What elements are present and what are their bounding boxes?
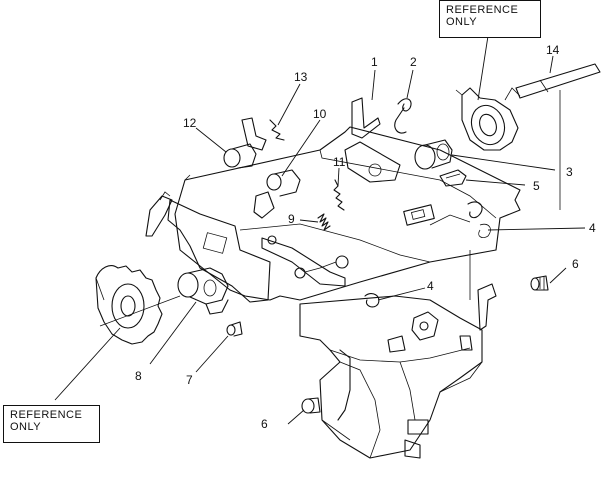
part-3-bushing — [414, 139, 453, 170]
callout-3: 3 — [566, 165, 573, 179]
callout-4-upper: 4 — [589, 221, 596, 235]
part-12-bracket — [223, 117, 267, 169]
alignment-lines — [99, 90, 561, 336]
callout-numbers: 1 2 3 4 4 5 6 6 7 8 9 10 11 12 13 14 — [135, 43, 596, 431]
reference-only-line-1: REFERENCE — [446, 4, 519, 16]
part-1-bracket — [351, 97, 381, 139]
lever-arm — [261, 235, 349, 287]
part-2-wire-spring — [394, 98, 412, 134]
part-6-screw-bottom — [301, 397, 321, 414]
part-8-shaft-assembly — [177, 267, 229, 315]
callout-1: 1 — [371, 55, 378, 69]
part-10-cam — [253, 169, 301, 219]
callout-2: 2 — [410, 55, 417, 69]
callout-7: 7 — [186, 373, 193, 387]
right-gear-assembly — [455, 87, 521, 151]
part-13-spring — [269, 119, 285, 141]
callout-5: 5 — [533, 179, 540, 193]
callout-6-right: 6 — [572, 257, 579, 271]
callout-4-lower: 4 — [427, 279, 434, 293]
part-11-spring — [333, 179, 345, 211]
callout-10: 10 — [313, 107, 327, 121]
leader-lines — [54, 35, 586, 425]
part-9-spring — [317, 213, 331, 231]
part-4-spring-lower — [364, 293, 380, 308]
callout-8: 8 — [135, 369, 142, 383]
part-4-spring-upper — [467, 201, 491, 238]
reference-only-line-1: REFERENCE — [10, 409, 83, 421]
reference-only-line-2: ONLY — [10, 421, 42, 433]
base-bracket — [299, 283, 497, 459]
part-14-strip — [515, 63, 601, 99]
callout-11: 11 — [333, 155, 346, 169]
reference-only-line-2: ONLY — [446, 16, 478, 28]
callout-6-bottom: 6 — [261, 417, 268, 431]
reference-only-box-top: REFERENCE ONLY — [439, 0, 541, 38]
callout-14: 14 — [546, 43, 560, 57]
left-gear-assembly — [95, 265, 163, 345]
part-6-screw-right — [530, 275, 549, 291]
main-frame-plate — [174, 126, 521, 301]
reference-only-box-bottom: REFERENCE ONLY — [3, 405, 100, 443]
part-7-screw — [226, 321, 243, 337]
callout-9: 9 — [288, 212, 295, 226]
callout-12: 12 — [183, 116, 197, 130]
part-5-clip — [439, 169, 467, 187]
left-side-plate — [145, 191, 271, 303]
callout-13: 13 — [294, 70, 308, 84]
